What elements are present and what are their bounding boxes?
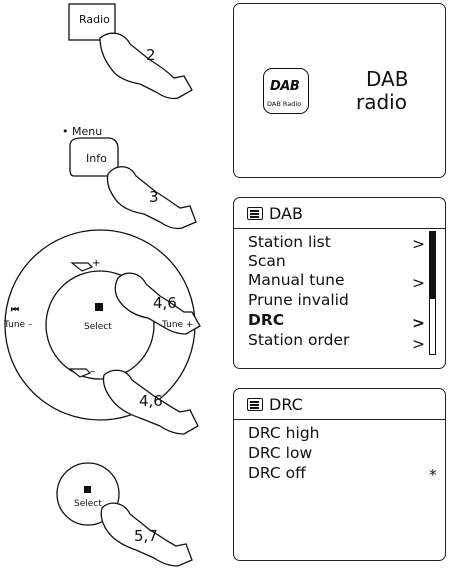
svg-text:+: + <box>92 258 100 269</box>
scrollbar-track[interactable] <box>429 231 436 355</box>
select-button-label[interactable]: Select <box>74 499 102 509</box>
screen3-header: DRC <box>269 395 303 414</box>
hand-1 <box>100 33 192 98</box>
menu-item-station-list[interactable]: Station list <box>248 233 331 251</box>
dial-tune-minus-label[interactable]: Tune – <box>4 320 32 330</box>
select-step-number: 5,7 <box>134 527 158 545</box>
drc-option-high[interactable]: DRC high <box>248 424 319 442</box>
drc-option-off[interactable]: DRC off <box>248 464 306 482</box>
menu-arrow-manual-tune: > <box>412 274 425 292</box>
info-step-number: 3 <box>149 188 159 206</box>
dab-logo: DAB DAB Radio <box>263 68 309 114</box>
svg-text:⏮: ⏮ <box>11 305 19 315</box>
drc-selected-mark: * <box>429 466 437 484</box>
menu-item-manual-tune[interactable]: Manual tune <box>248 271 345 289</box>
menu-arrow-station-order: > <box>412 335 425 353</box>
dab-logo-sub: DAB Radio <box>267 100 301 108</box>
screen-drc-menu: DRC DRC high DRC low DRC off * <box>233 388 446 561</box>
screen2-header: DAB <box>269 204 303 223</box>
menu-item-station-order[interactable]: Station order <box>248 331 349 349</box>
menu-item-prune-invalid[interactable]: Prune invalid <box>248 291 349 309</box>
screen-dab-menu: DAB Station list > Scan Manual tune > Pr… <box>233 197 446 369</box>
menu-item-drc[interactable]: DRC <box>248 311 284 329</box>
screen-dab-radio: DAB DAB Radio DAB radio <box>233 3 446 178</box>
instruction-illustrations: ⏮ + – <box>0 0 230 569</box>
info-button-label[interactable]: Info <box>86 152 107 165</box>
screen1-title-line1: DAB <box>366 67 408 91</box>
dab-logo-text: DAB <box>270 79 299 94</box>
dial-select-label[interactable]: Select <box>84 322 112 332</box>
menu-item-scan[interactable]: Scan <box>248 252 286 270</box>
menu-label: • Menu <box>62 125 102 138</box>
drc-option-low[interactable]: DRC low <box>248 444 312 462</box>
screen1-title-line2: radio <box>356 90 407 114</box>
svg-text:–: – <box>90 366 95 377</box>
radio-button-label[interactable]: Radio <box>79 13 110 26</box>
radio-step-number: 2 <box>146 46 156 64</box>
dial-tune-plus-label[interactable]: Tune + <box>162 320 193 330</box>
menu-arrow-station-list: > <box>412 235 425 253</box>
dial-step-up: 4,6 <box>153 294 177 312</box>
menu-arrow-drc: > <box>412 314 425 332</box>
scrollbar-thumb[interactable] <box>430 232 435 299</box>
menu-icon <box>247 398 263 411</box>
menu-icon <box>247 207 263 220</box>
dial-step-down: 4,6 <box>139 392 163 410</box>
